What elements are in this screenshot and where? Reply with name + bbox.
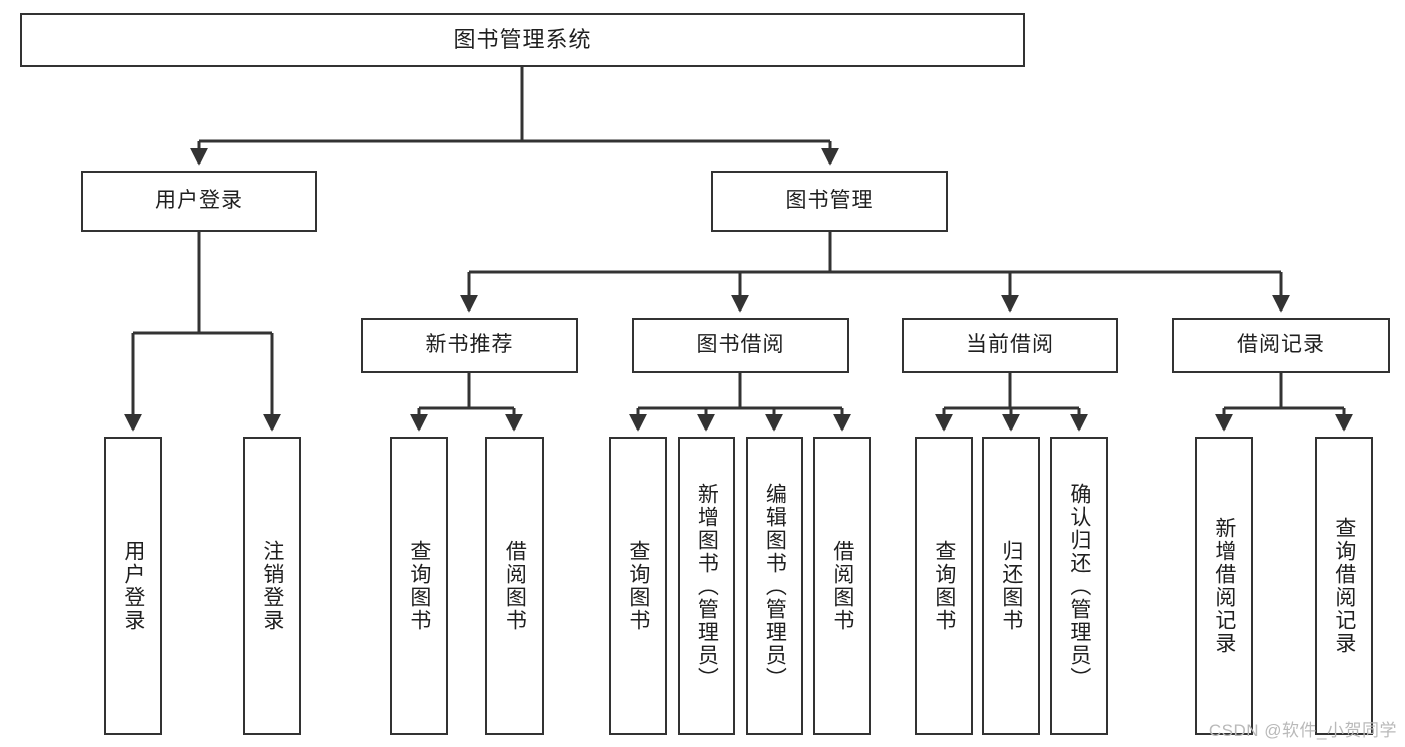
leaf-node[interactable]: 查询图书 [609, 437, 667, 735]
leaf-node-label: 编辑图书（管理员） [763, 482, 787, 690]
leaf-node[interactable]: 用户登录 [104, 437, 162, 735]
watermark-text: CSDN @软件_小贺同学 [1208, 721, 1397, 740]
leaf-node[interactable]: 编辑图书（管理员） [746, 437, 803, 735]
leaf-node[interactable]: 新增图书（管理员） [678, 437, 735, 735]
leaf-node[interactable]: 查询图书 [915, 437, 973, 735]
node-book-borrow-label: 图书借阅 [696, 333, 785, 357]
node-current-borrow-label: 当前借阅 [966, 333, 1054, 357]
leaf-node-label: 借阅图书 [503, 540, 527, 632]
node-current-borrow[interactable]: 当前借阅 [902, 318, 1118, 373]
node-borrow-record[interactable]: 借阅记录 [1172, 318, 1390, 373]
node-new-book-recommend-label: 新书推荐 [425, 333, 514, 357]
leaf-node-label: 确认归还（管理员） [1067, 482, 1091, 690]
leaf-node-label: 查询图书 [626, 540, 650, 632]
node-root[interactable]: 图书管理系统 [20, 13, 1025, 67]
node-root-label: 图书管理系统 [453, 27, 592, 53]
leaf-node-label: 查询借阅记录 [1332, 517, 1356, 655]
leaf-node-label: 归还图书 [999, 540, 1023, 632]
leaf-node-label: 借阅图书 [830, 540, 854, 632]
leaf-node[interactable]: 新增借阅记录 [1195, 437, 1253, 735]
leaf-node-label: 注销登录 [260, 540, 284, 632]
leaf-node[interactable]: 借阅图书 [485, 437, 544, 735]
leaf-node[interactable]: 确认归还（管理员） [1050, 437, 1108, 735]
leaf-node[interactable]: 注销登录 [243, 437, 301, 735]
leaf-node-label: 新增图书（管理员） [695, 482, 719, 690]
node-book-manage-label: 图书管理 [785, 189, 874, 213]
leaf-node[interactable]: 借阅图书 [813, 437, 871, 735]
node-book-manage[interactable]: 图书管理 [711, 171, 948, 232]
node-user-login[interactable]: 用户登录 [81, 171, 317, 232]
node-book-borrow[interactable]: 图书借阅 [632, 318, 849, 373]
leaf-node-label: 用户登录 [121, 540, 145, 632]
leaf-node[interactable]: 查询图书 [390, 437, 448, 735]
node-user-login-label: 用户登录 [155, 189, 243, 213]
node-borrow-record-label: 借阅记录 [1237, 333, 1325, 357]
leaf-node-label: 查询图书 [932, 540, 956, 632]
leaf-node-label: 查询图书 [407, 540, 431, 632]
leaf-node[interactable]: 归还图书 [982, 437, 1040, 735]
leaf-node-label: 新增借阅记录 [1212, 517, 1236, 655]
node-new-book-recommend[interactable]: 新书推荐 [361, 318, 578, 373]
leaf-node[interactable]: 查询借阅记录 [1315, 437, 1373, 735]
